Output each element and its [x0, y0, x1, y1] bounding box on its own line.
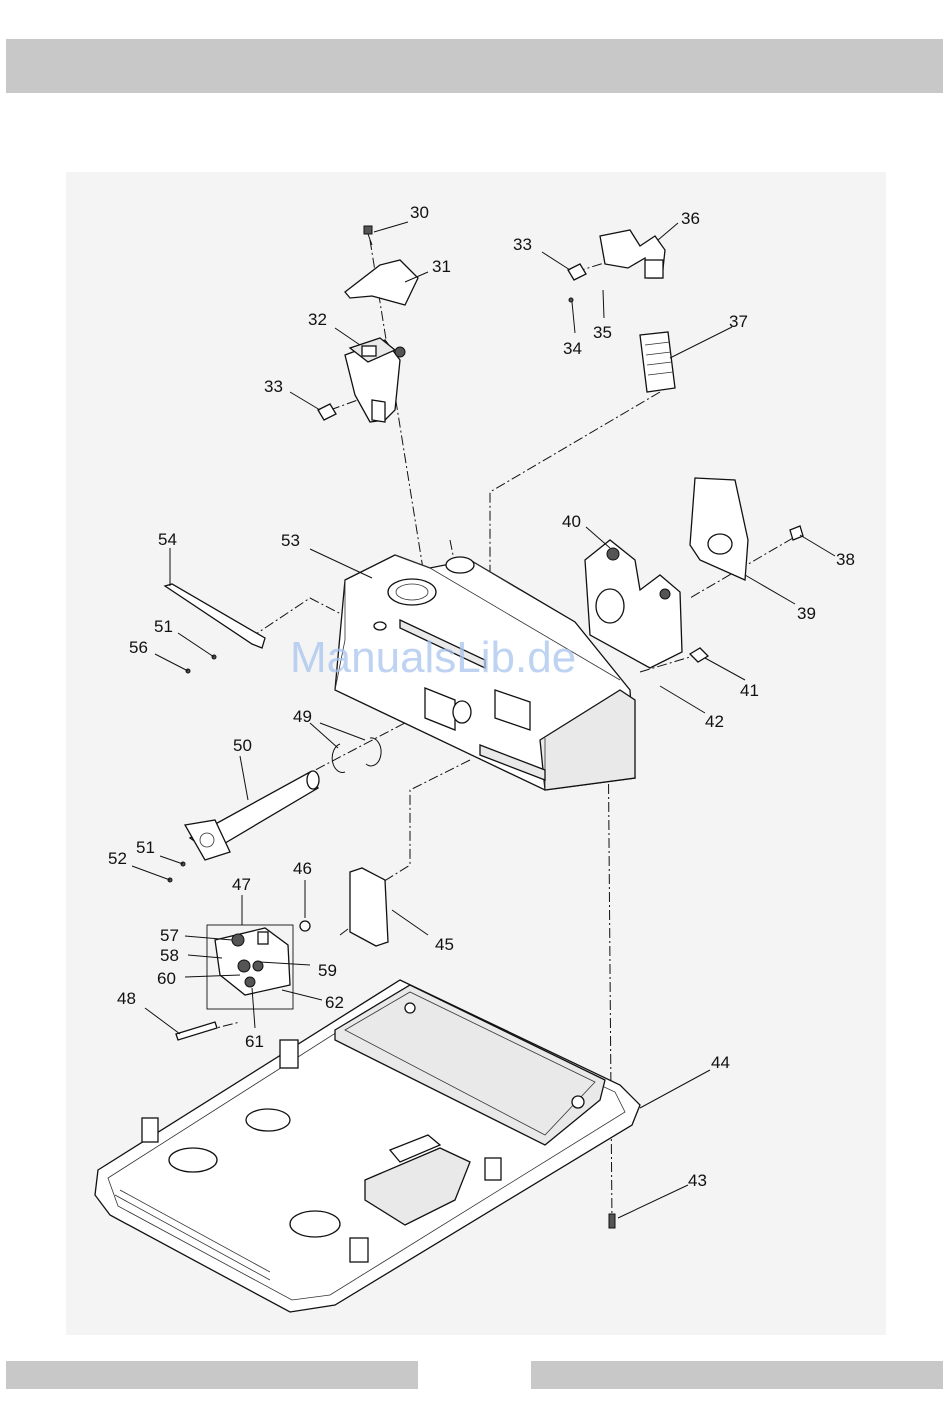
callout-50: 50	[233, 736, 252, 755]
callout-35: 35	[593, 323, 612, 342]
valve-block-part-47	[207, 925, 293, 1009]
callout-56: 56	[129, 638, 148, 657]
callout-36: 36	[681, 209, 700, 228]
base-plate-part-44	[95, 980, 640, 1312]
callout-46: 46	[293, 859, 312, 878]
callout-45: 45	[435, 935, 454, 954]
clamp-part-33a	[318, 404, 336, 420]
callout-47: 47	[232, 875, 251, 894]
screw-part-46	[300, 921, 310, 931]
strip-part-54	[165, 584, 265, 648]
callout-42: 42	[705, 712, 724, 731]
callout-58: 58	[160, 946, 179, 965]
callout-30: 30	[410, 203, 429, 222]
callout-33: 33	[264, 377, 283, 396]
watermark: ManualsLib.de	[290, 633, 576, 682]
plate-part-39	[690, 478, 748, 580]
callout-32: 32	[308, 310, 327, 329]
bracket-part-40	[585, 540, 682, 668]
elbow-part-36	[600, 230, 665, 278]
callout-34: 34	[563, 339, 582, 358]
callout-59: 59	[318, 961, 337, 980]
strainer-part-32	[345, 338, 405, 422]
callout-49: 49	[293, 707, 312, 726]
washer-part-34	[569, 298, 573, 302]
callout-38: 38	[836, 550, 855, 569]
callout-62: 62	[325, 993, 344, 1012]
callout-57: 57	[160, 926, 179, 945]
footer-bar-left	[6, 1361, 418, 1389]
plug-part-41	[690, 648, 708, 662]
callout-41: 41	[740, 681, 759, 700]
callout-53: 53	[281, 531, 300, 550]
callout-43: 43	[688, 1171, 707, 1190]
tube-part-50	[185, 771, 319, 860]
callout-33: 33	[513, 235, 532, 254]
cover-part-31	[345, 260, 418, 305]
rings-part-49	[332, 738, 381, 773]
callout-61: 61	[245, 1032, 264, 1051]
callout-52: 52	[108, 849, 127, 868]
callout-44: 44	[711, 1053, 730, 1072]
footer-bar-right	[531, 1361, 943, 1389]
screw-part-30	[364, 226, 372, 245]
bolt-part-48	[176, 1022, 217, 1040]
callout-60: 60	[157, 969, 176, 988]
callout-31: 31	[432, 257, 451, 276]
callout-54: 54	[158, 530, 177, 549]
callout-48: 48	[117, 989, 136, 1008]
callout-51: 51	[154, 617, 173, 636]
callout-39: 39	[797, 604, 816, 623]
clamp-part-33b	[568, 264, 586, 280]
panel-part-45	[350, 868, 388, 946]
callout-40: 40	[562, 512, 581, 531]
bolt-part-38	[790, 526, 803, 540]
bolt-part-43	[609, 1214, 615, 1228]
callout-37: 37	[729, 312, 748, 331]
filter-part-37	[640, 332, 675, 392]
callout-51: 51	[136, 838, 155, 857]
